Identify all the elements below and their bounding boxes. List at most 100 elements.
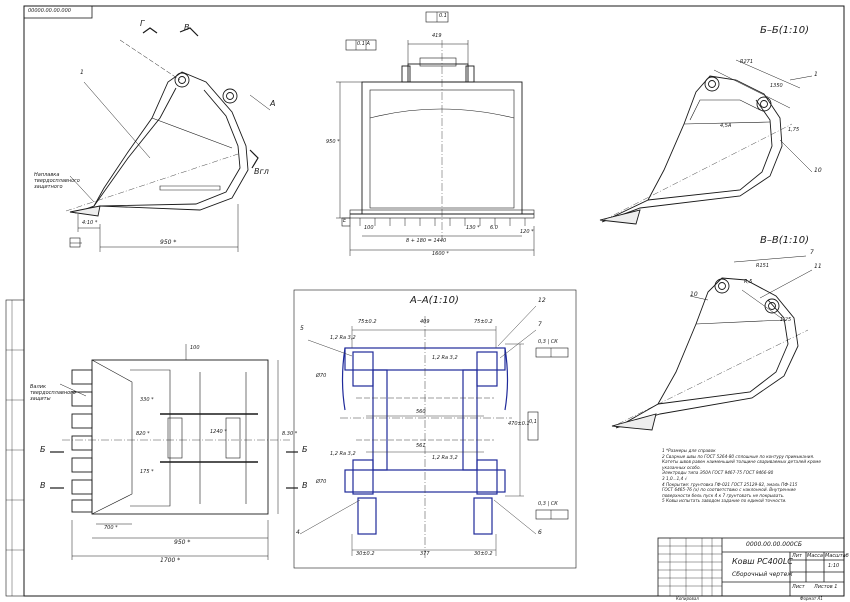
vv-dim-b: R,5: [744, 279, 753, 285]
aa-dim-top-l: 75±0.2: [358, 319, 377, 325]
note-line: 1 *Размеры для справок: [662, 448, 716, 453]
plan-dim-e: 100: [190, 345, 200, 351]
bb-pos10: 10: [814, 167, 822, 174]
title-subtitle: Сборочный чертеж: [732, 571, 793, 578]
front-small-box: Е: [343, 218, 347, 224]
aa-weld3: 1,2 Ra 3,2: [330, 451, 356, 457]
note-line: поверхности бель пуск 4 к 7 грунтовать н…: [662, 492, 785, 498]
top-doc-code: 00000.00.00.000: [28, 8, 71, 14]
note-line: 3 1,0...1,4 √: [662, 475, 688, 481]
front-dim-mid2: 6.0: [490, 225, 498, 231]
plan-dim-side: 700 *: [104, 525, 118, 531]
bb-dim-c: 4,5А: [720, 123, 732, 129]
front-dim-bottom1: 8 + 180 = 1440: [406, 238, 447, 244]
section-vv-view: [611, 255, 813, 431]
aa-tol-top: 0,3 | СК: [538, 339, 558, 345]
title-lit: Лит: [792, 553, 802, 559]
plan-dim-d: 175 *: [140, 469, 154, 475]
aa-dim-top-c: 409: [420, 319, 430, 325]
title-copied: Копировал: [676, 596, 699, 601]
bb-dim-a: R271: [740, 59, 754, 65]
vv-pos10: 10: [690, 291, 698, 298]
title-mass: Масса: [807, 553, 823, 559]
aa-pos5: 5: [300, 325, 304, 332]
side-pos1: 1: [80, 69, 84, 76]
side-marker-g: Г: [140, 19, 145, 28]
vv-pos11: 11: [814, 263, 822, 270]
plan-teeth-note: Валик твердосплавного защиты: [30, 384, 76, 402]
front-view: [336, 11, 535, 256]
side-dim-tip: 4:10 *: [82, 220, 98, 226]
aa-dim-span: 560: [416, 409, 426, 415]
note-line: Катеты швов равен наименьшей толщине сва…: [662, 459, 821, 465]
note-line: 2 Сварные швы по ГОСТ 5264-80 сплошные п…: [662, 453, 815, 459]
section-bb-title: Б–Б(1:10): [760, 25, 809, 36]
plan-dim-inner: 950 *: [174, 539, 191, 546]
front-dim-mid1: 130 *: [466, 225, 480, 231]
front-dim-left: 100: [364, 225, 374, 231]
plan-marker-v-left: В: [40, 481, 46, 490]
front-dim-height: 950 *: [326, 139, 340, 145]
side-view: [65, 27, 271, 252]
aa-dim-bot-l: 30±0.2: [356, 551, 375, 557]
title-sheet: Лист: [792, 584, 805, 590]
aa-dim-bot-c: 377: [420, 551, 430, 557]
side-marker-v: В: [184, 23, 190, 32]
note-line: ГОСТ 6465-76 (х) по соответствию с накло…: [662, 487, 796, 493]
title-sheets: Листов 1: [814, 584, 838, 590]
top-code-box: [23, 5, 93, 19]
note-line: указанных особо.: [662, 464, 701, 470]
note-line: 5 Ковш испытать заводом задание по едино…: [662, 498, 787, 504]
aa-weld4: 1,2 Ra 3,2: [432, 455, 458, 461]
aa-dim-top-r: 75±0.2: [474, 319, 493, 325]
aa-dim-height: 470±0.1: [508, 421, 530, 427]
technical-notes: 1 *Размеры для справок 2 Сварные швы по …: [662, 448, 832, 504]
aa-diam-top: Ø70: [316, 373, 327, 379]
title-scale: Масштаб: [825, 553, 849, 559]
section-aa-view: [293, 289, 577, 569]
side-teeth-note: Наплавка твердосплавного защитного: [34, 172, 80, 190]
side-dim-base: 950 *: [160, 239, 177, 246]
aa-tol-bot: 0,3 | СК: [538, 501, 558, 507]
title-doc-code: 0000.00.00.000СБ: [746, 541, 803, 548]
aa-pos12: 12: [538, 297, 546, 304]
title-block: [657, 537, 845, 597]
front-dim-right: 120 *: [520, 229, 534, 235]
aa-dim-span2: 561: [416, 443, 426, 449]
aa-weld1: 1,2 Ra 3,2: [330, 335, 356, 341]
binding-strip: [5, 299, 25, 597]
plan-dim-right: 8.30 *: [282, 431, 298, 437]
side-view-g: Вгл: [254, 167, 269, 176]
plan-dim-b: 820 *: [136, 431, 150, 437]
bb-dim-b: 1350: [770, 83, 783, 89]
vv-pos7: 7: [810, 249, 814, 256]
vv-dim-c: 1,25: [780, 317, 792, 323]
note-line: Электроды типа Э50А ГОСТ 9467-75 ГОСТ 94…: [662, 470, 774, 476]
plan-view: [50, 344, 298, 560]
front-flat-box: 0.1 А: [357, 41, 370, 47]
section-bb-view: [599, 59, 813, 225]
title-format: Формат A1: [800, 596, 823, 601]
title-scale-value: 1:10: [828, 563, 840, 569]
section-vv-title: В–В(1:10): [760, 235, 809, 246]
bb-pos1: 1: [814, 71, 818, 78]
aa-weld2: 1,2 Ra 3,2: [432, 355, 458, 361]
section-aa-title: А–А(1:10): [410, 295, 459, 306]
front-dim-top: 419: [432, 33, 442, 39]
front-tol-box: 0.1: [439, 13, 447, 19]
vv-dim-a: R151: [756, 263, 770, 269]
aa-pos7: 7: [538, 321, 542, 328]
aa-dim-bot-r: 30±0.2: [474, 551, 493, 557]
side-marker-a: А: [270, 99, 276, 108]
aa-pos4: 4: [296, 529, 300, 536]
bb-dim-d: 1,75: [788, 127, 800, 133]
note-line: 4 Покрытие: грунтовка ГФ-021 ГОСТ 25129-…: [662, 481, 798, 487]
plan-dim-c: 330 *: [140, 397, 154, 403]
title-name: Ковш РС400LC: [732, 557, 793, 566]
aa-pos6: 6: [538, 529, 542, 536]
plan-marker-v-right: В: [302, 481, 308, 490]
plan-marker-b-left: Б: [40, 445, 46, 454]
plan-dim-a: 1240 *: [210, 429, 227, 435]
